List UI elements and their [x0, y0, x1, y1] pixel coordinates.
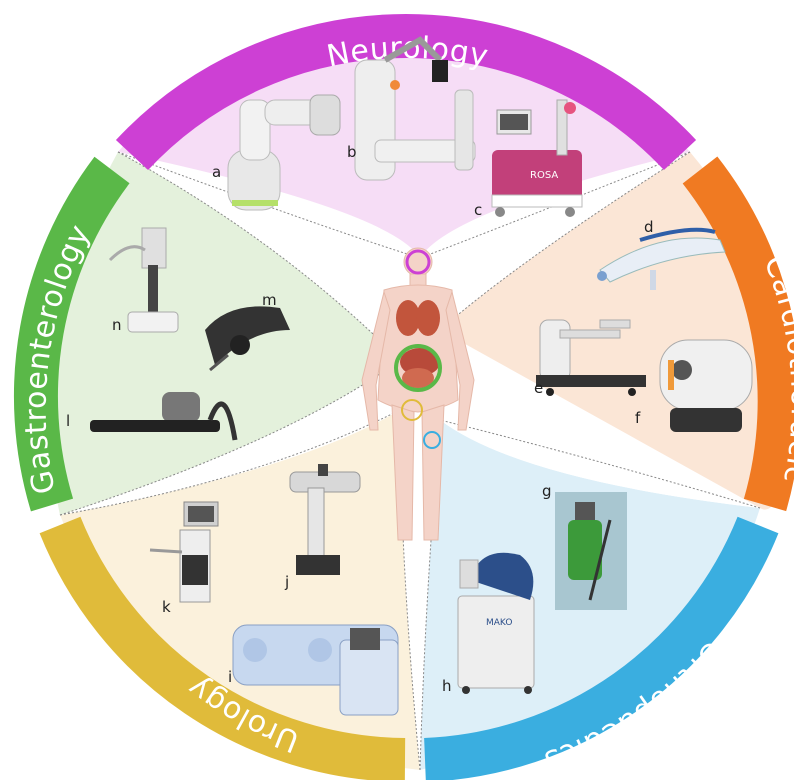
robot-f	[659, 339, 753, 432]
mako-text: MAKO	[486, 618, 512, 628]
robot-g	[555, 492, 627, 610]
robot-n	[108, 227, 179, 333]
neurology-arc	[115, 14, 697, 171]
urology-arc	[39, 516, 406, 782]
urology-highlight	[401, 399, 423, 421]
rosa-text: ROSA	[530, 170, 558, 181]
neuro-highlight	[405, 249, 431, 275]
ortho-highlight	[423, 431, 441, 449]
gastroenterology-arc	[13, 156, 130, 512]
robot-l	[90, 392, 238, 441]
label-c: c	[474, 201, 482, 219]
label-f: f	[635, 409, 641, 427]
label-j: j	[284, 573, 289, 591]
organs	[396, 300, 440, 388]
label-k: k	[162, 598, 171, 616]
orthopaedics-arc	[424, 516, 779, 782]
outer-ring	[13, 14, 794, 782]
gastro-highlight	[394, 344, 442, 392]
robot-d	[597, 227, 726, 290]
robot-i	[232, 624, 399, 716]
label-i: i	[228, 668, 232, 686]
label-b: b	[347, 143, 357, 161]
robot-b	[354, 36, 476, 181]
label-h: h	[442, 677, 452, 695]
robot-e	[536, 319, 646, 396]
label-g: g	[542, 482, 552, 500]
label-a: a	[212, 163, 221, 181]
robot-j	[289, 464, 361, 575]
robot-h: MAKO	[457, 552, 535, 694]
label-l: l	[66, 412, 70, 430]
label-m: m	[262, 291, 277, 309]
label-e: e	[534, 379, 543, 397]
robot-k	[149, 501, 219, 603]
cardiothoracic-arc	[682, 156, 794, 512]
robot-a	[227, 94, 341, 211]
label-n: n	[112, 316, 122, 334]
robot-c: ROSA	[491, 99, 583, 217]
label-d: d	[644, 218, 654, 236]
robot-m	[205, 306, 290, 372]
